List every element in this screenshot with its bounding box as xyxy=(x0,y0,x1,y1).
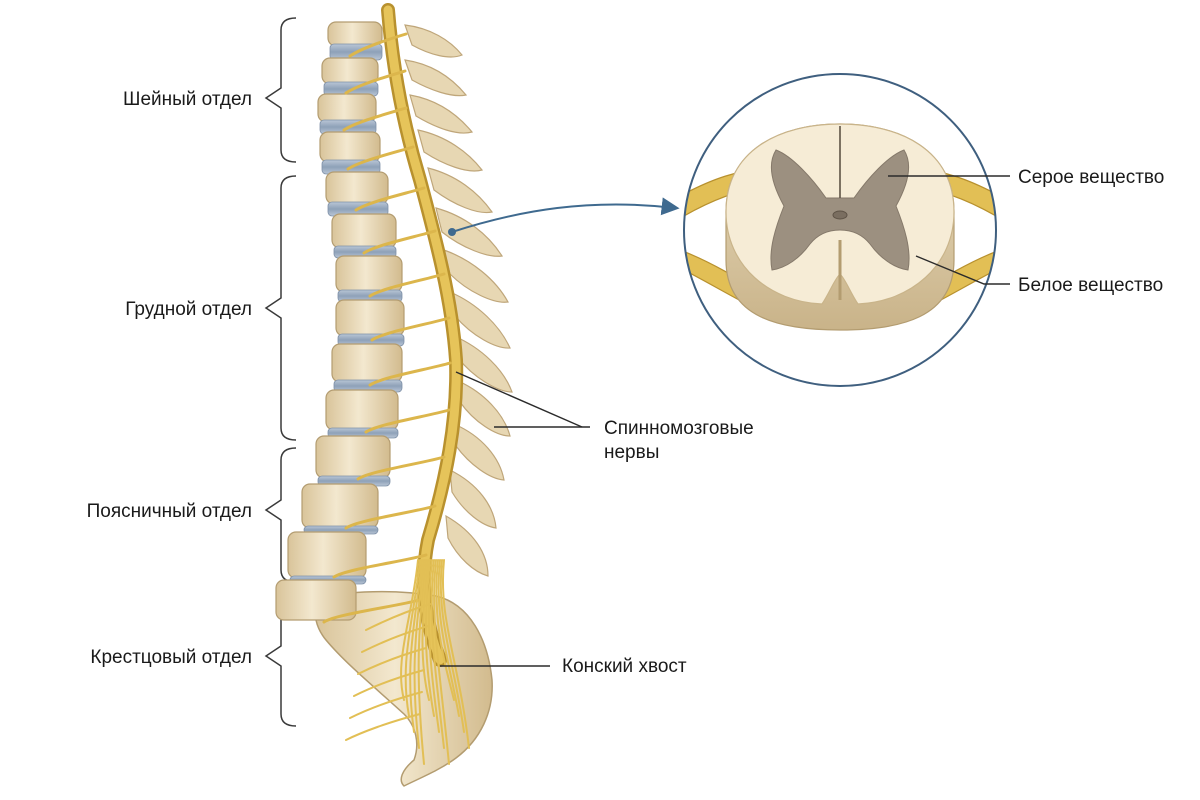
vertebral-body xyxy=(321,57,379,85)
vertebral-body xyxy=(319,131,381,163)
bracket-thoracic xyxy=(264,175,297,441)
spinal-cord-cross-section-inset xyxy=(683,73,997,387)
cauda-fiber xyxy=(427,559,440,733)
vertebral-body xyxy=(317,93,377,123)
sacral-nerve xyxy=(365,603,431,631)
arrow-origin-dot xyxy=(448,228,456,236)
sacral-nerve xyxy=(357,647,427,675)
arrow-to-inset xyxy=(451,197,680,233)
bracket-cervical xyxy=(264,17,297,163)
cauda-fiber xyxy=(413,559,425,749)
label-gray-matter: Серое вещество xyxy=(1018,167,1164,188)
label-sacral: Крестцовый отдел xyxy=(90,647,252,668)
label-cervical: Шейный отдел xyxy=(123,89,252,110)
vertebral-body xyxy=(275,579,357,621)
spinal-nerve-roots xyxy=(322,32,452,624)
nerve-root xyxy=(344,504,437,530)
nerve-root xyxy=(364,408,451,434)
sacral-nerve xyxy=(353,669,425,697)
cauda-fiber xyxy=(421,559,430,701)
vertebral-body xyxy=(327,21,383,47)
cauda-fiber xyxy=(400,559,419,701)
vertebral-column xyxy=(275,21,405,621)
nerve-root xyxy=(354,186,426,212)
cauda-fiber xyxy=(441,559,470,749)
nerve-root xyxy=(344,69,407,95)
cauda-fiber xyxy=(439,559,465,733)
leader-white-matter xyxy=(915,255,1010,285)
cauda-fiber xyxy=(424,559,435,717)
nerve-root xyxy=(368,272,446,298)
gray-matter xyxy=(770,149,910,271)
label-spinal-nerves-line1: Спинномозговые xyxy=(604,418,754,439)
cauda-equina-fibers xyxy=(345,559,470,765)
leader-spinal-nerves-a xyxy=(455,371,583,428)
cauda-fiber xyxy=(417,559,427,765)
cauda-fiber xyxy=(435,559,455,701)
sacral-nerve xyxy=(345,713,421,741)
label-thoracic: Грудной отдел xyxy=(125,299,252,320)
central-canal xyxy=(832,210,848,220)
nerve-root xyxy=(356,455,446,481)
sacral-nerve xyxy=(361,625,429,653)
label-white-matter: Белое вещество xyxy=(1018,275,1163,296)
nerve-root xyxy=(370,316,451,342)
sacral-nerve xyxy=(349,691,423,719)
cauda-fiber xyxy=(409,559,423,733)
label-lumbar: Поясничный отдел xyxy=(87,501,252,522)
label-cauda-equina: Конский хвост xyxy=(562,656,687,677)
nerve-root xyxy=(362,229,437,255)
nerve-root xyxy=(332,553,428,579)
spinous-processes xyxy=(404,24,513,577)
spine-illustration xyxy=(275,3,513,787)
nerve-root xyxy=(348,32,408,58)
vertebral-body xyxy=(325,171,389,205)
inset-border xyxy=(683,73,997,387)
cauda-fiber xyxy=(430,559,445,749)
leader-lines xyxy=(440,197,680,667)
nerve-root xyxy=(342,106,408,132)
cauda-fiber xyxy=(437,559,460,717)
nerve-root xyxy=(368,361,452,387)
label-spinal-nerves-line2: нервы xyxy=(604,442,659,463)
nerve-root xyxy=(346,145,415,171)
cauda-fiber xyxy=(433,559,450,765)
sacrum xyxy=(314,590,493,787)
